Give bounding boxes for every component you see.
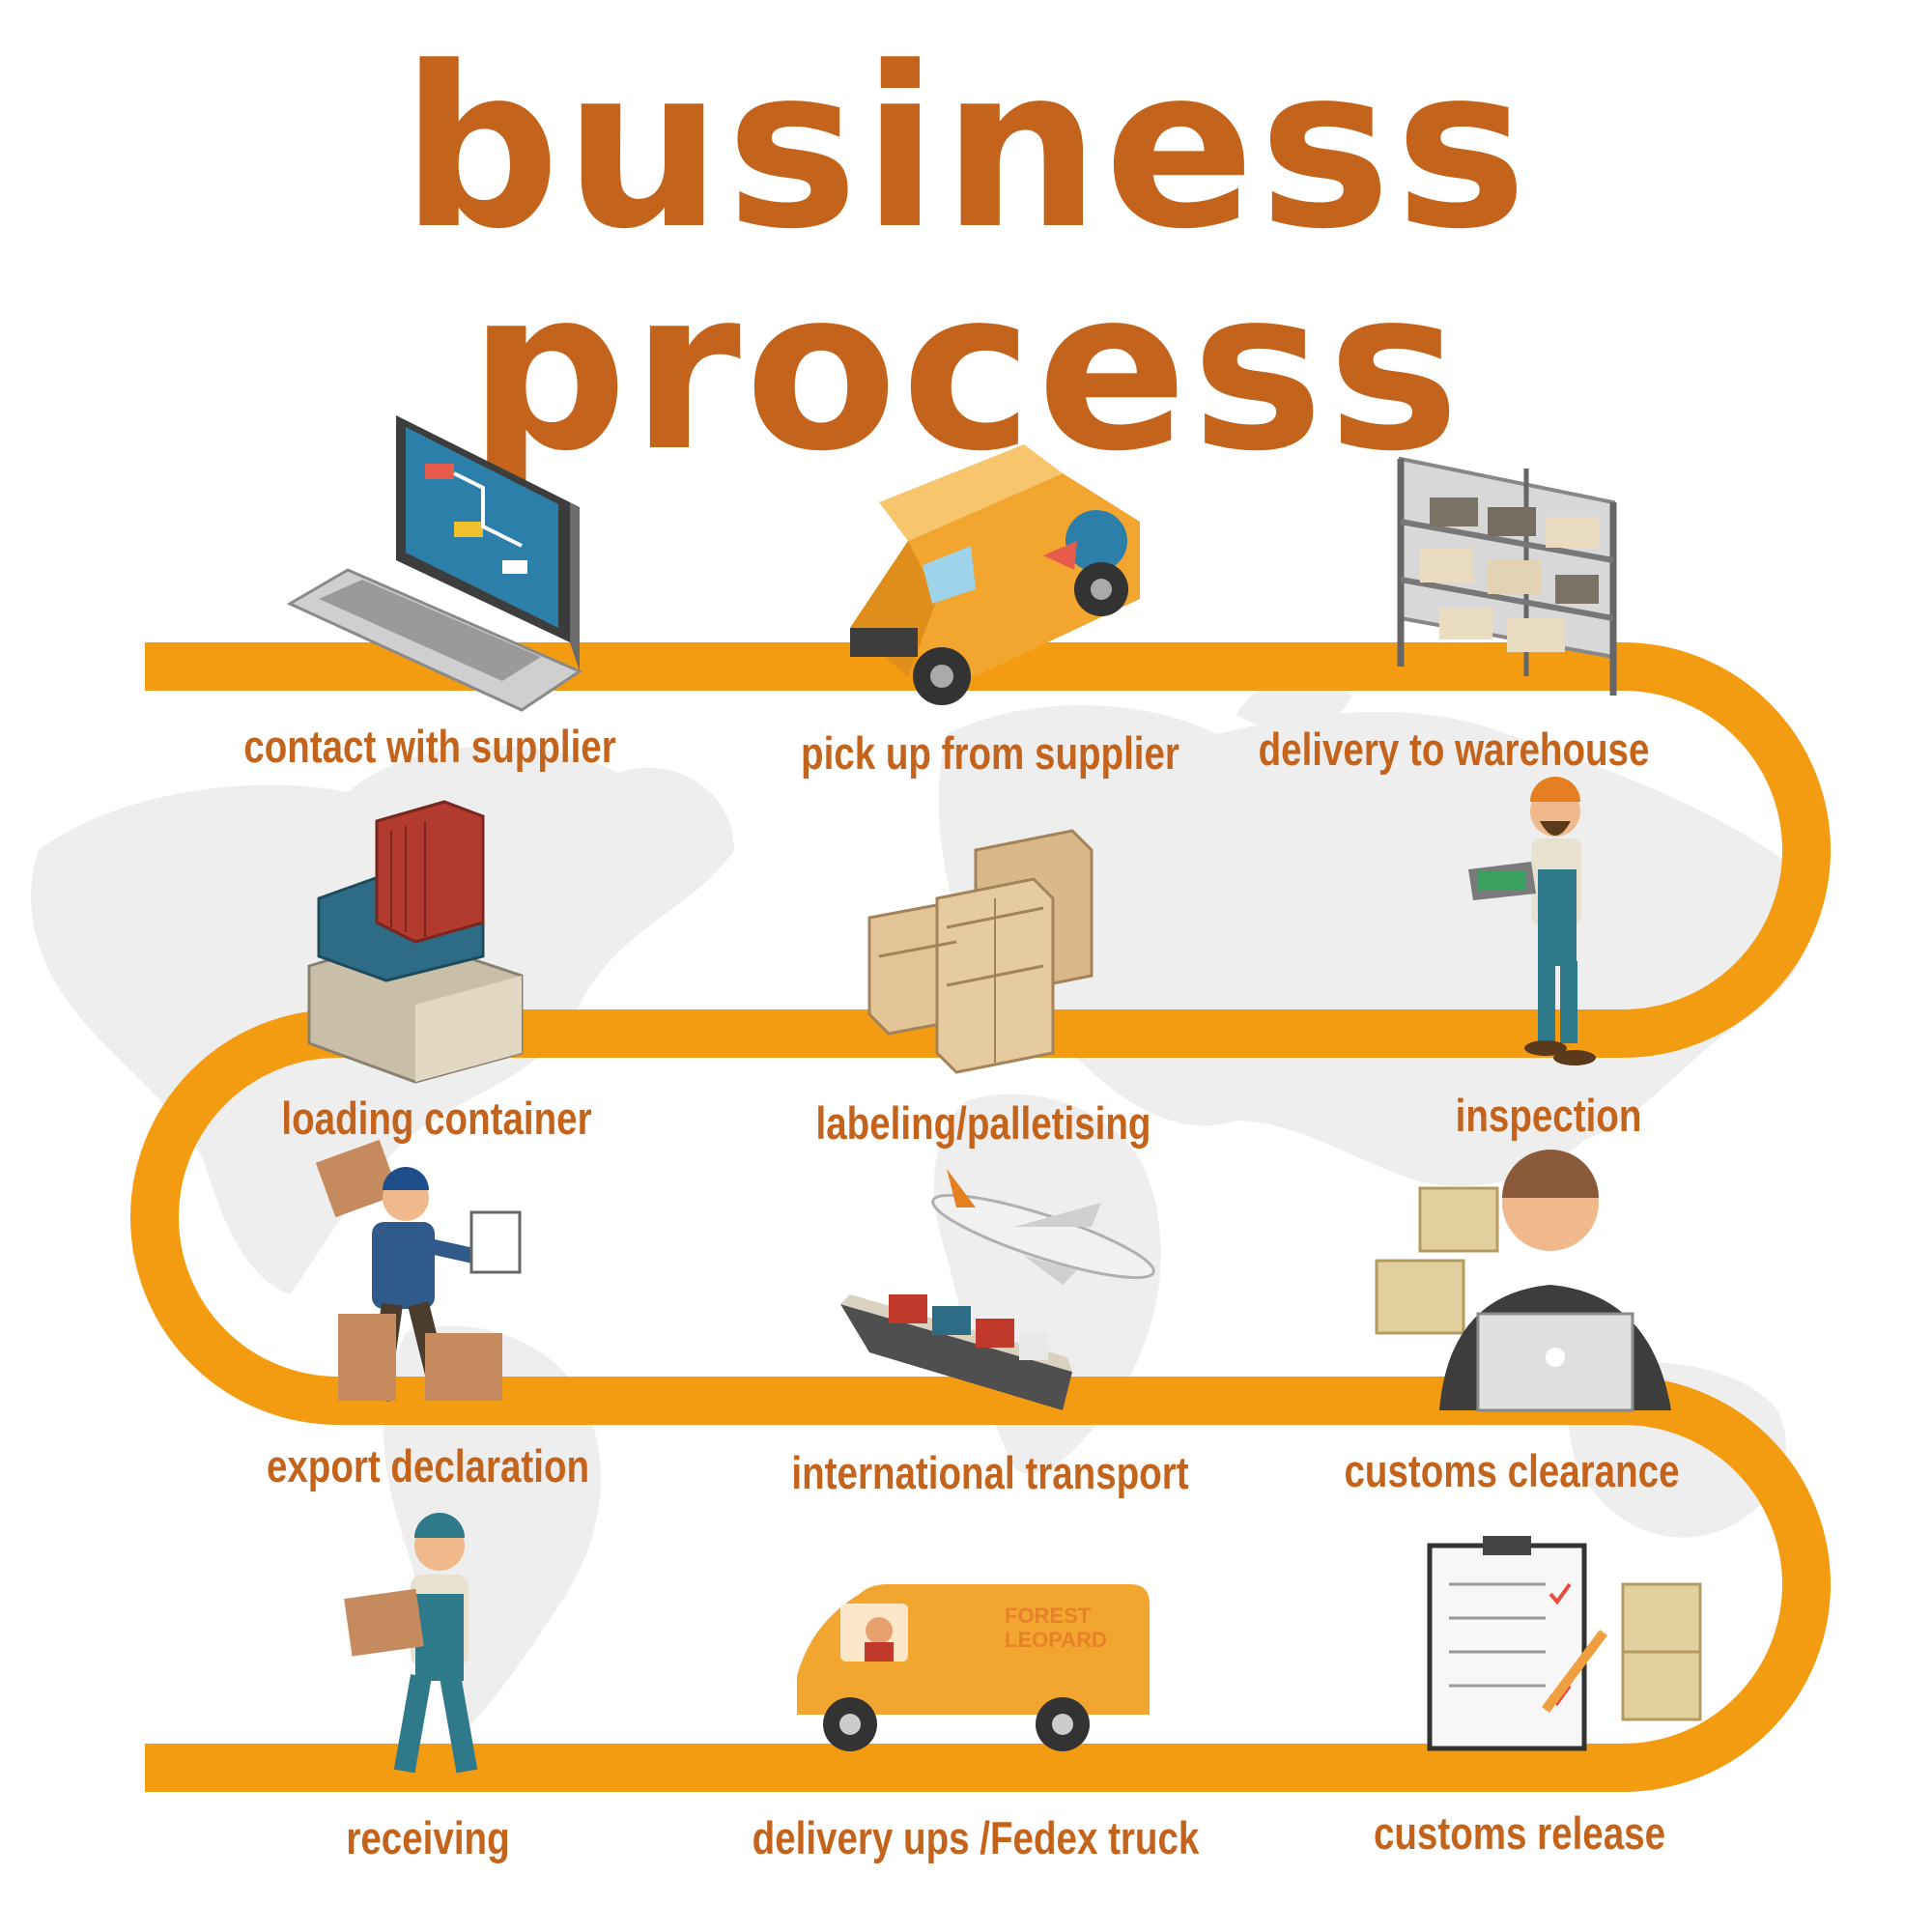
van-icon [850,444,1140,705]
crates-icon [867,829,1094,1074]
van-logo-line2: LEOPARD [1005,1628,1107,1652]
containers-icon [307,800,524,1084]
step-label-export-declaration: export declaration [266,1440,590,1492]
delivery-van-icon: FOREST LEOPARD [797,1584,1150,1751]
van-logo-line1: FOREST [1005,1604,1092,1628]
step-label-delivery-ups-fedex-truck: delivery ups /Fedex truck [752,1812,1200,1863]
porter-icon [315,1139,522,1402]
clipboard-icon [1427,1536,1702,1751]
plane-ship-icon [840,1169,1155,1410]
page-title: business process [401,20,1531,500]
step-label-delivery-to-warehouse: delivery to warehouse [1258,724,1650,775]
step-label-customs-release: customs release [1373,1807,1666,1859]
step-label-contact-with-supplier: contact with supplier [243,721,616,772]
inspector-icon [1468,777,1596,1065]
step-label-customs-clearance: customs clearance [1344,1445,1680,1496]
step-label-inspection: inspection [1455,1090,1642,1141]
step-label-labeling-palletising: labeling/palletising [815,1097,1151,1149]
courier-icon [344,1513,478,1774]
laptop-icon [286,415,583,712]
shelf-icon [1397,456,1617,696]
support-agent-icon [1375,1150,1671,1412]
step-label-loading-container: loading container [281,1093,592,1144]
step-label-receiving: receiving [346,1812,510,1863]
step-label-international-transport: international transport [791,1447,1189,1498]
step-label-pick-up-from-supplier: pick up from supplier [801,727,1179,779]
